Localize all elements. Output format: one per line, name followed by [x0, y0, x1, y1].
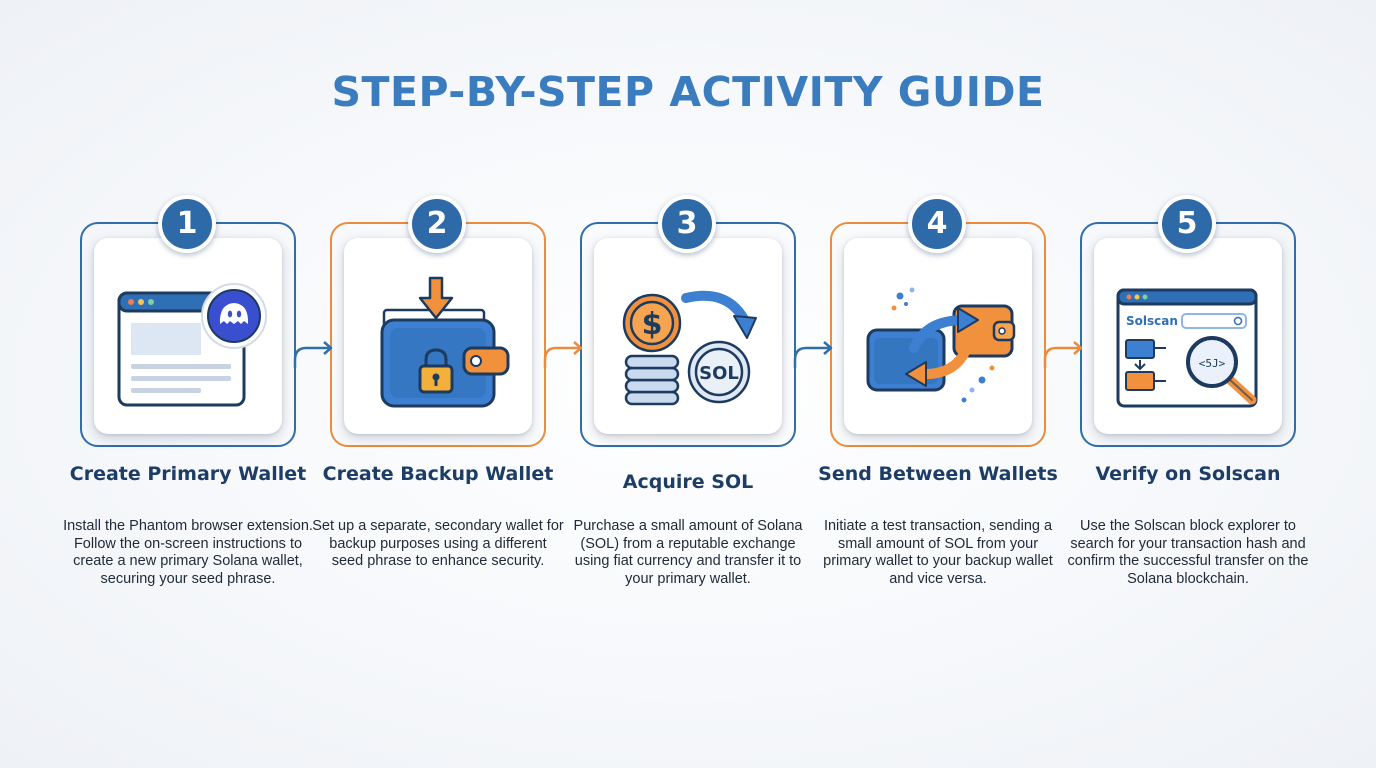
- step-title: Send Between Wallets: [818, 463, 1058, 485]
- solscan-search-icon: Solscan <5J>: [1116, 288, 1258, 408]
- step-title: Create Backup Wallet: [322, 463, 554, 485]
- step-description: Initiate a test transaction, sending a s…: [823, 518, 1053, 587]
- wallet-transfer-icon: [866, 287, 1016, 403]
- step-number-badge: 2: [408, 195, 466, 253]
- connector-arrow: [793, 341, 833, 368]
- solscan-brand: Solscan: [1126, 314, 1178, 328]
- page-title: STEP-BY-STEP ACTIVITY GUIDE: [331, 68, 1045, 116]
- step-3: $ SOL 3 Acquire SOL Purchase a small amo…: [574, 0, 802, 768]
- step-title: Verify on Solscan: [1095, 463, 1281, 485]
- step-number-badge: 3: [658, 195, 716, 253]
- connector-arrow: [293, 341, 333, 368]
- browser-phantom-icon: [117, 283, 267, 407]
- step-description: Use the Solscan block explorer to search…: [1067, 518, 1309, 587]
- step-title: Acquire SOL: [622, 471, 754, 493]
- coins-exchange-icon: $ SOL: [622, 290, 757, 406]
- step-description: Install the Phantom browser extension. F…: [63, 518, 313, 587]
- step-number-badge: 5: [1158, 195, 1216, 253]
- code-label: <5J>: [1199, 357, 1226, 370]
- step-2: 2 Create Backup Wallet Set up a separate…: [312, 0, 564, 768]
- step-5: Solscan <5J> 5 Verify on Solscan Use the…: [1068, 0, 1308, 768]
- wallet-lock-icon: [380, 276, 510, 408]
- step-title: Create Primary Wallet: [69, 463, 307, 485]
- step-description: Purchase a small amount of Solana (SOL) …: [573, 518, 803, 587]
- step-number-badge: 4: [908, 195, 966, 253]
- step-1: 1 Create Primary Wallet Install the Phan…: [63, 0, 313, 768]
- sol-coin-label: SOL: [699, 363, 739, 384]
- step-number-badge: 1: [158, 195, 216, 253]
- connector-arrow: [543, 341, 583, 368]
- connector-arrow: [1043, 341, 1083, 368]
- step-card: [594, 238, 782, 434]
- step-4: 4 Send Between Wallets Initiate a test t…: [818, 0, 1058, 768]
- dollar-sign: $: [642, 307, 663, 342]
- step-description: Set up a separate, secondary wallet for …: [312, 518, 564, 569]
